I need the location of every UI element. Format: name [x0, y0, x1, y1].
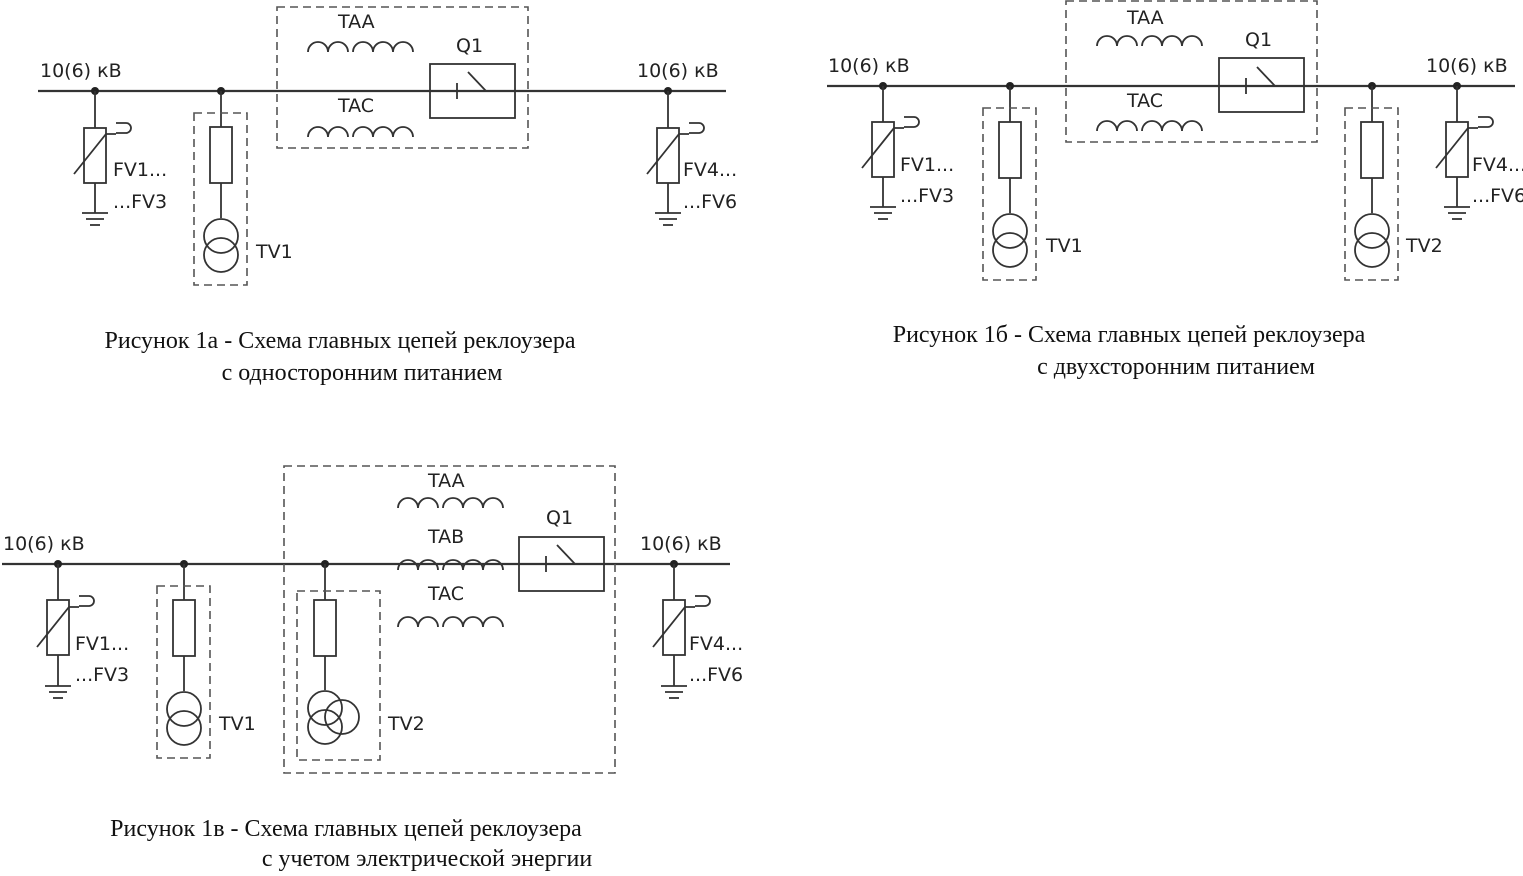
caption-line-2: с учетом электрической энергии [262, 846, 592, 872]
figure-1b: 10(6) кВ 10(6) кВ FV1... ...FV3 TV1 [827, 0, 1523, 380]
arrester-label-top: FV4... [683, 159, 737, 181]
figure-1v: 10(6) кВ 10(6) кВ FV1... ...FV3 TV1 [2, 465, 743, 872]
bus-label-left: 10(6) кВ [40, 60, 122, 82]
current-transformer-taa: TAA [397, 470, 504, 509]
arrester-label-bottom: ...FV6 [1472, 185, 1523, 207]
current-transformer-tac: TAC [307, 95, 414, 138]
vt-label: TV1 [1045, 235, 1083, 257]
vt-label: TV2 [387, 713, 425, 735]
caption-line-1: Рисунок 1б - Схема главных цепей реклоуз… [893, 322, 1366, 348]
arrester-label-top: FV1... [113, 159, 167, 181]
ct-label: TAC [427, 583, 464, 605]
vt-label: TV1 [255, 241, 293, 263]
bus-label-right: 10(6) кВ [1426, 55, 1508, 77]
vt-label: TV1 [218, 713, 256, 735]
current-transformer-tac: TAC [1096, 90, 1203, 132]
voltage-transformer-tv1: TV1 [156, 560, 256, 759]
caption-line-1: Рисунок 1а - Схема главных цепей реклоуз… [105, 328, 576, 354]
arrester-label-bottom: ...FV3 [75, 664, 129, 686]
caption-line-2: с односторонним питанием [222, 360, 503, 386]
surge-arrester-left: FV1... ...FV3 [861, 82, 954, 220]
caption-line-2: с двухсторонним питанием [1037, 354, 1315, 380]
voltage-transformer-tv2: TV2 [296, 560, 425, 761]
ct-label: TAC [337, 95, 374, 117]
arrester-label-bottom: ...FV6 [689, 664, 743, 686]
voltage-transformer-tv1: TV1 [982, 82, 1083, 281]
circuit-breaker-q1: Q1 [1218, 29, 1305, 113]
current-transformer-taa: TAA [307, 11, 414, 53]
arrester-label-top: FV1... [900, 154, 954, 176]
surge-arrester-left: FV1... ...FV3 [36, 560, 129, 699]
voltage-transformer-tv1: TV1 [193, 87, 293, 286]
arrester-label-top: FV4... [1472, 154, 1523, 176]
figure-1a: 10(6) кВ 10(6) кВ FV1... ...FV3 TV1 [38, 6, 737, 386]
bus-label-right: 10(6) кВ [637, 60, 719, 82]
breaker-label: Q1 [1245, 29, 1272, 51]
current-transformer-taa: TAA [1096, 7, 1203, 47]
arrester-label-bottom: ...FV6 [683, 191, 737, 213]
breaker-label: Q1 [456, 35, 483, 57]
surge-arrester-right: FV4... ...FV6 [1435, 82, 1523, 220]
current-transformer-tac: TAC [397, 583, 504, 628]
ct-label: TAA [337, 11, 375, 33]
caption-line-1: Рисунок 1в - Схема главных цепей реклоуз… [110, 816, 582, 842]
recloser-enclosure [283, 465, 616, 774]
circuit-breaker-q1: Q1 [429, 35, 516, 119]
ct-label: TAC [1126, 90, 1163, 112]
bus-label-left: 10(6) кВ [828, 55, 910, 77]
surge-arrester-right: FV4... ...FV6 [652, 560, 743, 699]
vt-label: TV2 [1405, 235, 1443, 257]
ct-label: TAA [1126, 7, 1164, 29]
arrester-label-top: FV1... [75, 633, 129, 655]
ct-label: TAB [427, 526, 464, 548]
voltage-transformer-tv2: TV2 [1344, 82, 1443, 281]
surge-arrester-left: FV1... ...FV3 [73, 87, 167, 226]
breaker-label: Q1 [546, 507, 573, 529]
arrester-label-top: FV4... [689, 633, 743, 655]
bus-label-left: 10(6) кВ [3, 533, 85, 555]
ct-label: TAA [427, 470, 465, 492]
circuit-breaker-q1: Q1 [518, 507, 605, 592]
current-transformer-tab: TAB [397, 526, 504, 571]
bus-label-right: 10(6) кВ [640, 533, 722, 555]
arrester-label-bottom: ...FV3 [900, 185, 954, 207]
surge-arrester-right: FV4... ...FV6 [646, 87, 737, 226]
arrester-label-bottom: ...FV3 [113, 191, 167, 213]
